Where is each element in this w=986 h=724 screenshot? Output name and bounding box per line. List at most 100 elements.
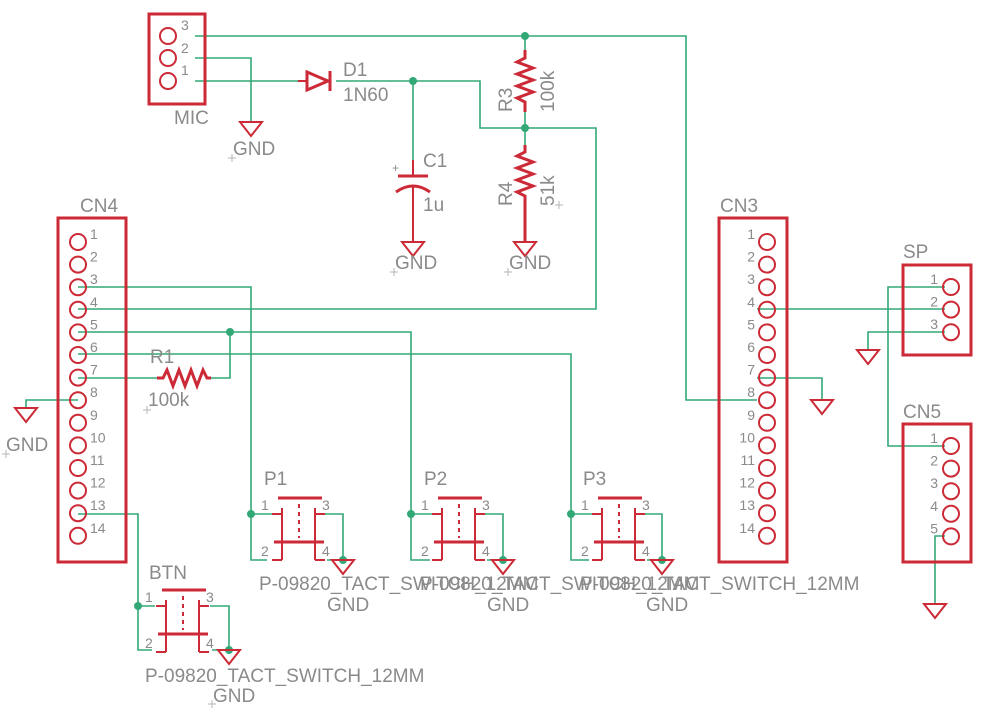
- wire-cn4-pin6-to-p3: [78, 353, 589, 561]
- cn4-pin-14: [69, 526, 87, 545]
- origin-cross: [2, 450, 10, 458]
- cn4-pin-label: 1: [90, 226, 98, 242]
- wire-d1-to-r3r4: [413, 80, 525, 129]
- cn3-pin-7: [758, 368, 776, 387]
- cn4-pin-label: 13: [90, 497, 106, 513]
- cn3-pin-label: 12: [739, 475, 755, 491]
- cn5-pin-3: [942, 482, 960, 501]
- d1-value-label: 1N60: [343, 85, 388, 106]
- cn4-pin-label: 2: [90, 249, 98, 265]
- origin-markers: [2, 154, 563, 708]
- gnd-label: GND: [509, 253, 551, 274]
- cn4-pin-label: 4: [90, 294, 98, 310]
- gnd-symbol: [648, 559, 676, 576]
- cn5-pin-2: [942, 459, 960, 478]
- wire-mic-pin3-to-cn3-pin8: [195, 35, 757, 401]
- sp-pin-group: 123: [930, 271, 960, 342]
- c1-name-label: C1: [423, 151, 447, 172]
- junction-dot: [134, 602, 142, 610]
- cn4-pin-label: 8: [90, 384, 98, 400]
- gnd-r4: GND: [509, 241, 551, 274]
- junctions: [134, 32, 666, 654]
- cn5-pin-4: [942, 504, 960, 523]
- p3-value-label: P-09820_TACT_SWITCH_12MM: [580, 574, 859, 595]
- btn-leads: [156, 605, 209, 653]
- cn3-pin-10: [758, 436, 776, 455]
- r1-zigzag: [157, 365, 211, 391]
- mic-pin-label: 2: [181, 40, 189, 56]
- junction-dot: [247, 510, 255, 518]
- btn-value-label: P-09820_TACT_SWITCH_12MM: [145, 666, 424, 687]
- p3-pin-label: 3: [642, 497, 650, 513]
- wire-r1-to-pin5: [211, 332, 231, 379]
- p1-name-label: P1: [264, 469, 287, 490]
- cn3-pin-13: [758, 504, 776, 523]
- cn3-pin-label: 11: [740, 452, 755, 468]
- wire-cn4-pin5-to-p2: [78, 331, 430, 561]
- junction-dot: [521, 124, 529, 132]
- cn4-pin-label: 11: [90, 452, 105, 468]
- sp-pin-3: [942, 323, 960, 342]
- p1-pin-label: 2: [261, 543, 269, 559]
- sp-body: [901, 263, 973, 357]
- cn3-pin-4: [758, 300, 776, 319]
- cn4-pin-13: [69, 504, 87, 523]
- r1-name-label: R1: [150, 347, 174, 368]
- cn5-pin-label: 3: [930, 475, 938, 491]
- sp-pin-label: 2: [930, 294, 938, 310]
- gnd-cn5-pin5: [921, 603, 949, 620]
- origin-cross: [143, 406, 151, 414]
- mic-name-label: MIC: [174, 108, 209, 129]
- cn4-name-label: CN4: [80, 196, 118, 217]
- gnd-symbol: [921, 603, 949, 620]
- diode-d1: D1 1N60: [298, 60, 388, 106]
- gnd-symbol: [329, 559, 357, 576]
- cn3-pin-14: [758, 526, 776, 545]
- sp-pin-1: [942, 278, 960, 296]
- cn3-pin-8: [758, 391, 776, 410]
- cn3-pin-9: [758, 413, 776, 432]
- p2-pin-label: 3: [482, 497, 490, 513]
- sp-name-label: SP: [903, 242, 928, 263]
- wire-cn5-pin5-gnd: [934, 535, 945, 604]
- origin-cross: [228, 154, 236, 162]
- cn4-pin-8: [69, 391, 87, 410]
- cn3-pin-label: 9: [747, 407, 755, 423]
- p1-pin-label: 4: [322, 543, 330, 559]
- p1-value-label: P-09820_TACT_SWITCH_12MM: [259, 574, 538, 595]
- p2-pin-label: 1: [421, 497, 429, 513]
- cn4-pin-label: 14: [90, 520, 106, 536]
- cn4-pin-6: [69, 346, 87, 364]
- cn4-pin-label: 12: [90, 475, 106, 491]
- btn-pin-label: 1: [145, 589, 153, 605]
- cn4-pin-4: [69, 300, 87, 319]
- junction-dot: [407, 510, 415, 518]
- gnd-cn3-pin7: [808, 399, 836, 416]
- cn3-pin-1: [758, 233, 776, 251]
- junction-dot: [567, 510, 575, 518]
- wire-mic-pin2-gnd: [195, 57, 252, 122]
- btn-pin-label: 3: [206, 589, 214, 605]
- p1-pin-label: 1: [261, 497, 269, 513]
- p2-value-label: P-09820_TACT_SWITCH_12MM: [420, 574, 699, 595]
- mic-pin-label: 1: [181, 62, 189, 78]
- gnd-symbol: [12, 407, 40, 424]
- cn3-pin-label: 8: [747, 384, 755, 400]
- cn5-pin-label: 1: [930, 430, 938, 446]
- cn3-pin-3: [758, 278, 776, 297]
- p3-leads: [592, 513, 645, 561]
- p2-pin-label: 2: [421, 543, 429, 559]
- gnd-symbol: [511, 241, 539, 258]
- gnd-symbol: [237, 121, 265, 138]
- cn4-pin-1: [69, 233, 87, 251]
- p2-pin-label: 4: [482, 543, 490, 559]
- cn4-body: [56, 216, 128, 564]
- mic-pin-1: [159, 72, 177, 90]
- resistor-r1: R1 100k: [148, 347, 211, 411]
- gnd-symbol: [808, 399, 836, 416]
